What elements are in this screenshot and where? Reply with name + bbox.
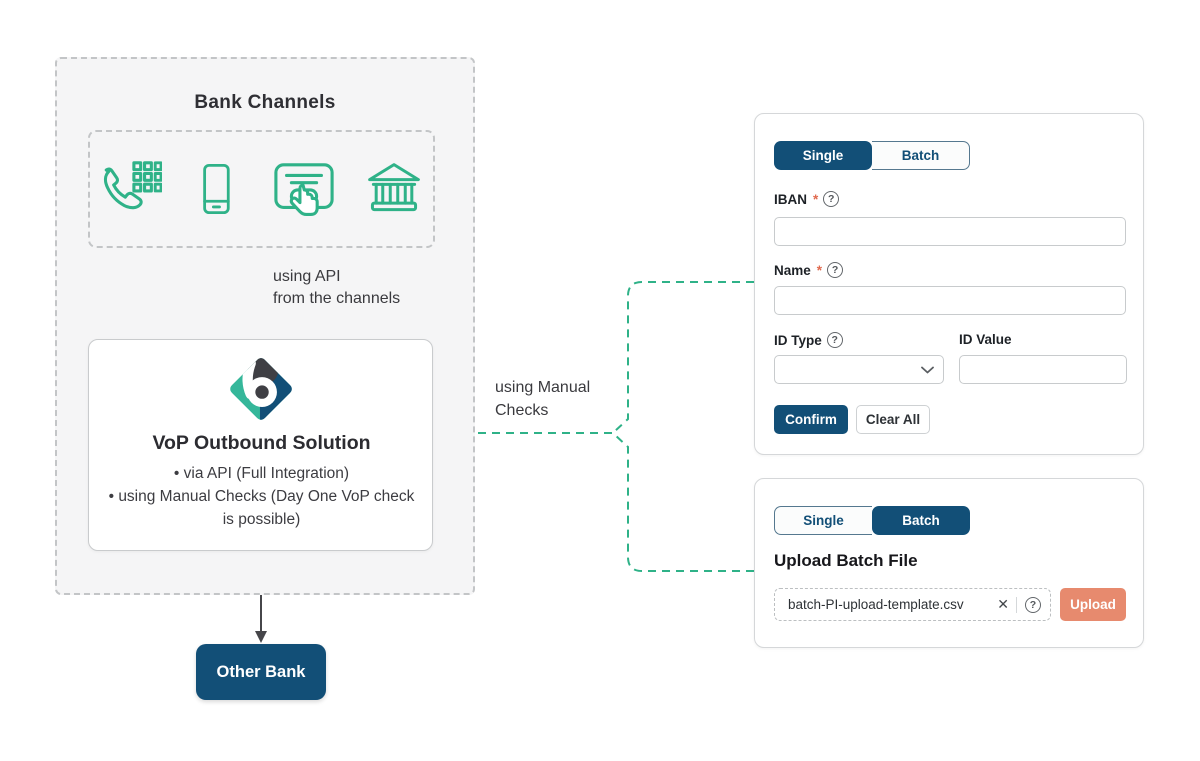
iban-label-text: IBAN — [774, 191, 807, 207]
id-type-label: ID Type? — [774, 332, 843, 348]
api-arrow-label: using API from the channels — [273, 268, 401, 307]
name-label-text: Name — [774, 262, 811, 278]
remove-file-icon[interactable]: ✕ — [997, 596, 1009, 612]
iban-label: IBAN *? — [774, 191, 840, 207]
batch-upload-panel: Single Batch Upload Batch File batch-PI-… — [754, 478, 1144, 648]
upload-batch-heading: Upload Batch File — [774, 551, 918, 570]
iban-help-icon[interactable]: ? — [823, 191, 840, 207]
vop-bullet-list: via API (Full Integration) using Manual … — [102, 462, 421, 531]
id-type-help-icon[interactable]: ? — [826, 332, 843, 348]
confirm-button[interactable]: Confirm — [774, 405, 848, 434]
single-batch-tabs: Single Batch — [774, 141, 970, 170]
id-value-label: ID Value — [959, 332, 1012, 347]
name-input[interactable] — [774, 286, 1126, 315]
iban-input[interactable] — [774, 217, 1126, 246]
phone-keypad-icon — [100, 158, 162, 220]
name-help-icon[interactable]: ? — [827, 262, 844, 278]
bank-channels-title: Bank Channels — [194, 92, 336, 113]
file-dropzone[interactable]: batch-PI-upload-template.csv ✕ ? — [774, 588, 1051, 621]
online-banking-icon — [270, 158, 338, 220]
smartphone-icon — [188, 158, 244, 220]
divider — [1016, 596, 1017, 613]
id-value-input[interactable] — [959, 355, 1127, 384]
required-asterisk: * — [813, 191, 819, 207]
tab-single[interactable]: Single — [774, 141, 872, 170]
vop-title: VoP Outbound Solution — [152, 432, 371, 454]
file-help-icon[interactable]: ? — [1025, 596, 1041, 613]
manual-checks-label: using Manual Checks — [495, 379, 591, 419]
id-type-select[interactable] — [774, 355, 944, 384]
vop-bullet: via API (Full Integration) — [102, 462, 421, 485]
tab-single[interactable]: Single — [774, 506, 872, 535]
single-check-panel: Single Batch IBAN *? Name *? ID Type? ID V… — [754, 113, 1144, 455]
bank-branch-icon — [364, 158, 424, 220]
upload-button[interactable]: Upload — [1060, 588, 1126, 621]
vop-bullet: using Manual Checks (Day One VoP check i… — [102, 485, 421, 531]
vop-outbound-box: VoP Outbound Solution via API (Full Inte… — [88, 339, 433, 551]
name-label: Name *? — [774, 262, 844, 278]
chevron-down-icon — [921, 366, 934, 373]
vop-logo-icon — [230, 358, 292, 420]
tab-batch[interactable]: Batch — [872, 506, 970, 535]
selected-file-name: batch-PI-upload-template.csv — [788, 597, 964, 612]
required-asterisk: * — [816, 262, 823, 278]
tab-batch[interactable]: Batch — [872, 141, 970, 170]
id-value-label-text: ID Value — [959, 332, 1012, 347]
single-batch-tabs: Single Batch — [774, 506, 970, 535]
channel-icons-box — [88, 130, 435, 248]
id-type-label-text: ID Type — [774, 332, 822, 348]
clear-all-button[interactable]: Clear All — [856, 405, 930, 434]
other-bank-node: Other Bank — [196, 644, 326, 700]
